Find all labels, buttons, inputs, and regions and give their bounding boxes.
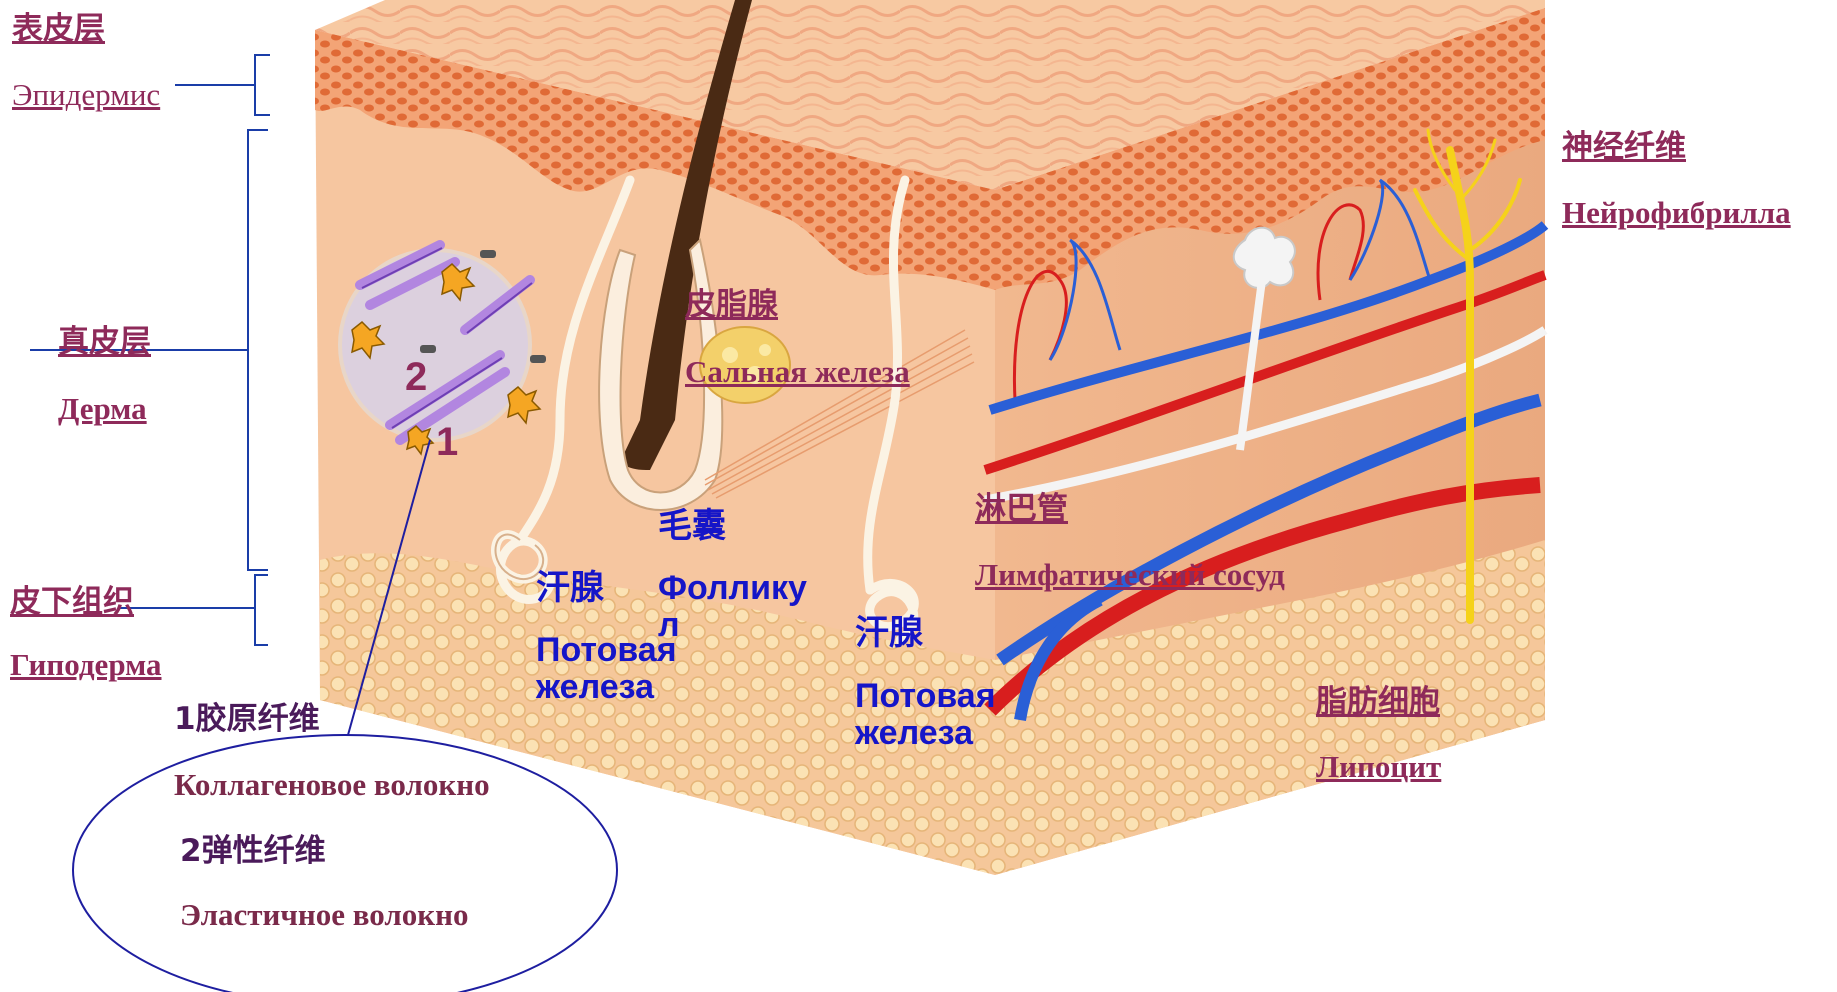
epidermis-label-ru: Эпидермис [12,78,160,112]
sebaceous-label-ru: Сальная железа [685,355,910,389]
inset-marker-2: 2 [405,355,427,399]
elastic-label-cn: 2弹性纤维 [180,834,326,868]
sweat-gland-left-label-cn: 汗腺 [536,570,604,607]
hypodermis-label-ru: Гиподерма [10,648,162,682]
dermis-label-cn: 真皮层 [58,325,151,359]
sebaceous-label-cn: 皮脂腺 [685,288,778,322]
fat-label-cn: 脂肪细胞 [1316,685,1440,719]
sweat-gland-left-label-ru: Потовая железа [536,632,696,707]
epidermis-label-cn: 表皮层 [12,12,105,46]
nerve-label-cn: 神经纤维 [1562,130,1686,164]
elastic-label-ru: Эластичное волокно [180,898,468,932]
lymph-label-cn: 淋巴管 [975,492,1068,526]
collagen-label-cn: 1胶原纤维 [174,702,320,736]
hypodermis-label-cn: 皮下组织 [10,585,134,619]
dermis-label-ru: Дерма [58,392,147,426]
nerve-label-ru: Нейрофибрилла [1562,196,1791,230]
follicle-label-cn: 毛囊 [658,508,726,545]
lymph-label-ru: Лимфатический сосуд [975,558,1285,592]
fat-label-ru: Липоцит [1316,750,1441,784]
inset-marker-1: 1 [436,420,458,464]
collagen-label-ru: Коллагеновое волокно [174,768,490,802]
sweat-gland-right-label-cn: 汗腺 [855,615,923,652]
sweat-gland-right-label-ru: Потовая железа [855,678,1015,753]
